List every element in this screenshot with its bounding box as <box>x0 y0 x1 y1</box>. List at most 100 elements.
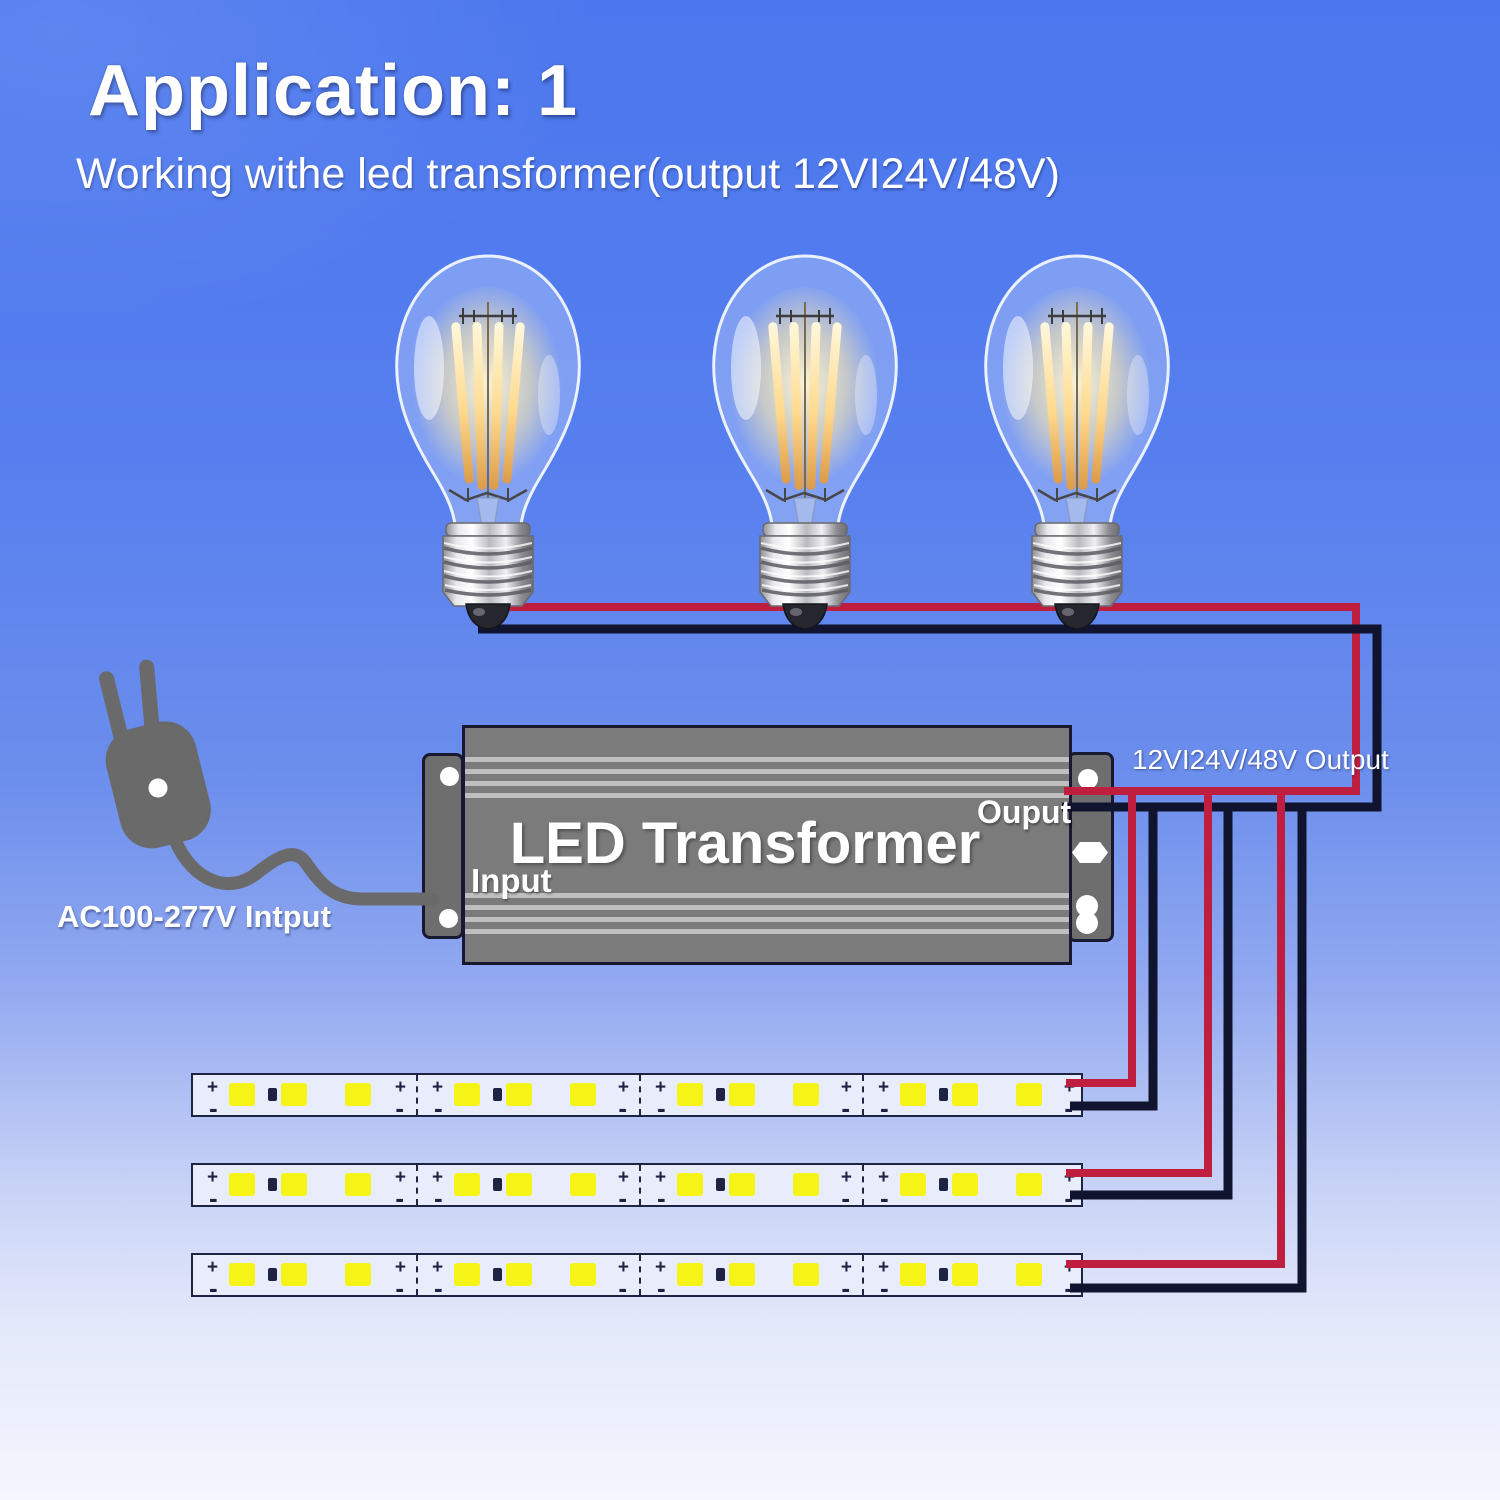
led-chip <box>570 1173 596 1196</box>
strip-segment: +-+- <box>416 1165 639 1211</box>
filament-bulb-icon <box>373 250 603 630</box>
led-transformer: LED Transformer Input <box>462 725 1072 965</box>
polarity-plus-mark: + <box>617 1167 629 1188</box>
polarity-minus-mark: - <box>618 1093 627 1123</box>
polarity-minus-mark: - <box>657 1273 666 1303</box>
strip-segment: +-+- <box>416 1075 639 1121</box>
polarity-minus-mark: - <box>209 1093 218 1123</box>
led-strip: +-+-+-+-+-+-+-+- <box>191 1163 1085 1211</box>
polarity-minus-mark: - <box>434 1273 443 1303</box>
polarity-plus-mark: + <box>394 1257 406 1278</box>
resistor-chip <box>268 1088 277 1101</box>
led-chip <box>677 1173 703 1196</box>
resistor-chip <box>716 1268 725 1281</box>
led-chip <box>229 1173 255 1196</box>
transformer-title: LED Transformer <box>509 811 981 876</box>
polarity-minus-mark: - <box>1064 1183 1073 1213</box>
output-voltage-label: 12VI24V/48V Output <box>1132 744 1389 775</box>
polarity-minus-mark: - <box>657 1093 666 1123</box>
resistor-chip <box>716 1088 725 1101</box>
led-chip <box>454 1083 480 1106</box>
polarity-plus-mark: + <box>432 1257 444 1278</box>
polarity-plus-mark: + <box>878 1167 890 1188</box>
mounting-flange-right <box>1067 752 1114 942</box>
polarity-plus-mark: + <box>655 1257 667 1278</box>
resistor-chip <box>939 1178 948 1191</box>
led-chip <box>1016 1263 1042 1286</box>
cable-gland-icon <box>1076 912 1098 934</box>
led-chip <box>793 1263 819 1286</box>
polarity-plus-mark: + <box>617 1257 629 1278</box>
resistor-chip <box>939 1088 948 1101</box>
led-chip <box>281 1173 307 1196</box>
led-chip <box>1016 1083 1042 1106</box>
led-chip <box>952 1083 978 1106</box>
page-title: Application: 1 <box>88 51 579 131</box>
strip-segment: +-+- <box>416 1255 639 1301</box>
led-chip <box>1016 1173 1042 1196</box>
resistor-chip <box>268 1178 277 1191</box>
polarity-plus-mark: + <box>394 1077 406 1098</box>
led-chip <box>729 1083 755 1106</box>
led-strip: +-+-+-+-+-+-+-+- <box>191 1253 1085 1301</box>
power-plug-icon <box>99 659 211 849</box>
led-chip <box>952 1263 978 1286</box>
filament-bulb-icon <box>962 250 1192 630</box>
polarity-plus-mark: + <box>432 1167 444 1188</box>
led-chip <box>454 1263 480 1286</box>
led-chip <box>952 1173 978 1196</box>
strip-segment: +-+- <box>862 1255 1085 1301</box>
strip-segment: +-+- <box>639 1255 862 1301</box>
strip-segment: +-+- <box>862 1165 1085 1211</box>
bulb-contact-tip <box>782 603 828 630</box>
polarity-minus-mark: - <box>395 1093 404 1123</box>
polarity-minus-mark: - <box>434 1183 443 1213</box>
polarity-plus-mark: + <box>655 1167 667 1188</box>
polarity-plus-mark: + <box>878 1257 890 1278</box>
polarity-plus-mark: + <box>207 1257 219 1278</box>
polarity-minus-mark: - <box>1064 1093 1073 1123</box>
led-chip <box>345 1263 371 1286</box>
resistor-chip <box>939 1268 948 1281</box>
polarity-minus-mark: - <box>395 1273 404 1303</box>
ac-input-label: AC100-277V Intput <box>57 899 331 934</box>
polarity-minus-mark: - <box>434 1093 443 1123</box>
page-subtitle: Working withe led transformer(output 12V… <box>76 150 1060 198</box>
led-chip <box>229 1263 255 1286</box>
strip-segment: +-+- <box>193 1075 416 1121</box>
strip-segment: +-+- <box>639 1075 862 1121</box>
led-chip <box>506 1263 532 1286</box>
led-chip <box>729 1173 755 1196</box>
led-chip <box>677 1263 703 1286</box>
polarity-plus-mark: + <box>840 1257 852 1278</box>
transformer-output-label: Ouput <box>977 794 1072 830</box>
led-strip: +-+-+-+-+-+-+-+- <box>191 1073 1085 1121</box>
strip-segment: +-+- <box>639 1165 862 1211</box>
led-chip <box>281 1083 307 1106</box>
polarity-minus-mark: - <box>209 1273 218 1303</box>
led-chip <box>345 1173 371 1196</box>
led-chip <box>570 1263 596 1286</box>
plug-dot <box>148 778 168 798</box>
polarity-minus-mark: - <box>880 1183 889 1213</box>
led-chip <box>570 1083 596 1106</box>
led-chip <box>900 1083 926 1106</box>
resistor-chip <box>268 1268 277 1281</box>
led-chip <box>900 1173 926 1196</box>
polarity-plus-mark: + <box>394 1167 406 1188</box>
screw-hole-icon <box>439 909 458 928</box>
led-chip <box>729 1263 755 1286</box>
polarity-plus-mark: + <box>207 1167 219 1188</box>
bulb-contact-tip <box>1054 603 1100 630</box>
output-terminal-icon <box>1072 842 1108 863</box>
strip-segment: +-+- <box>862 1075 1085 1121</box>
led-chip <box>229 1083 255 1106</box>
power-cable <box>168 833 440 906</box>
polarity-plus-mark: + <box>432 1077 444 1098</box>
polarity-minus-mark: - <box>209 1183 218 1213</box>
polarity-minus-mark: - <box>841 1273 850 1303</box>
polarity-plus-mark: + <box>878 1077 890 1098</box>
polarity-minus-mark: - <box>880 1093 889 1123</box>
led-chip <box>506 1173 532 1196</box>
